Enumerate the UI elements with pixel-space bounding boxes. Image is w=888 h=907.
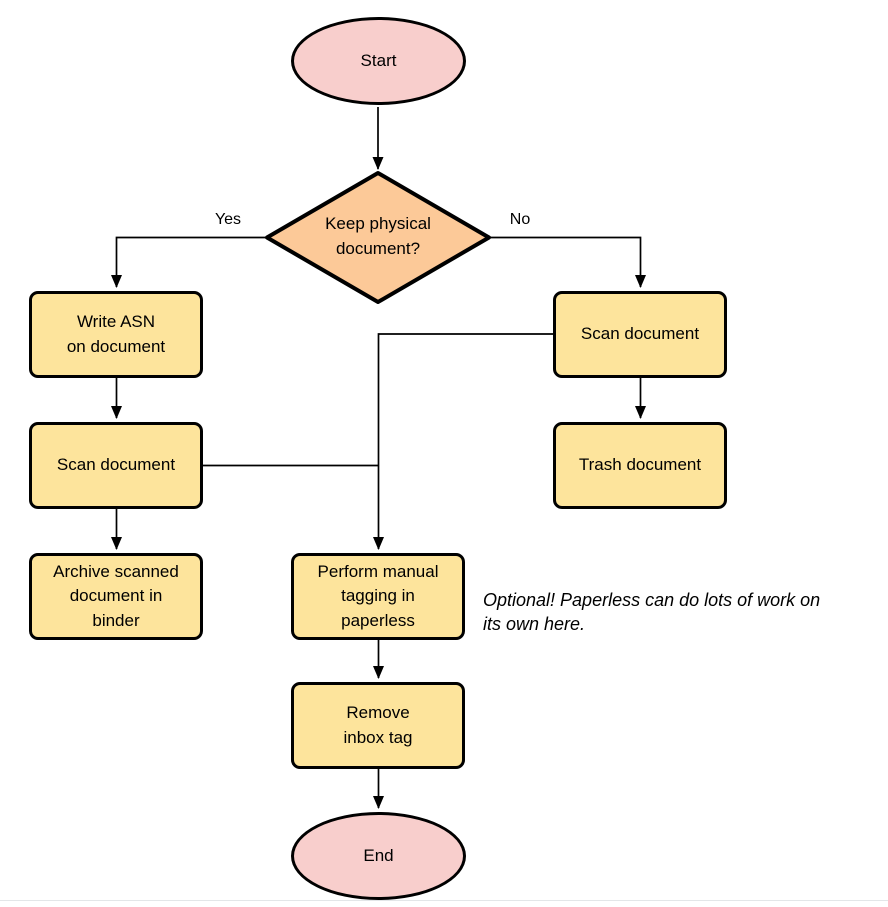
edge-decision-yes-to-write-asn — [111, 236, 266, 288]
note-optional-paperless: Optional! Paperless can do lots of work … — [483, 590, 821, 635]
edge-decision-no-to-scan-right — [490, 236, 646, 288]
edge-label-yes: Yes — [214, 211, 242, 228]
node-start: Start — [291, 17, 466, 105]
node-trash-document: Trash document — [553, 422, 727, 509]
edge-label-no: No — [509, 211, 531, 228]
node-scan-document-left: Scan document — [29, 422, 203, 509]
node-end: End — [291, 812, 466, 900]
edge-scan-right-to-tagging — [373, 333, 553, 550]
node-scan-document-right: Scan document — [553, 291, 727, 378]
node-write-asn: Write ASN on document — [29, 291, 203, 378]
node-decision-label: Keep physical document? — [325, 214, 431, 258]
node-remove-inbox-tag: Remove inbox tag — [291, 682, 465, 769]
page-bottom-divider — [0, 900, 888, 901]
node-manual-tagging: Perform manual tagging in paperless — [291, 553, 465, 640]
node-archive-in-binder: Archive scanned document in binder — [29, 553, 203, 640]
